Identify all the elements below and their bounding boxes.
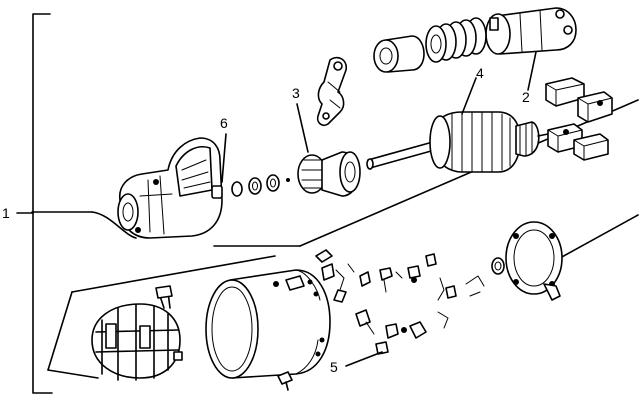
drive-assembly: [297, 151, 361, 197]
callout-6: 6: [220, 115, 228, 131]
upper-group-outline: [31, 99, 639, 247]
callout-1: 1: [2, 205, 10, 221]
commutator-end-frame: [91, 285, 183, 381]
shift-lever: [316, 56, 348, 127]
end-plate: [491, 221, 563, 301]
small-hardware: [277, 249, 485, 391]
drive-end-housing: [117, 137, 223, 239]
leader-lines: [221, 51, 537, 367]
callout-5: 5: [330, 359, 338, 375]
armature: [366, 111, 549, 173]
assembly-bracket: [16, 13, 53, 394]
callout-3: 3: [292, 85, 300, 101]
callout-2: 2: [522, 89, 530, 105]
brush-holders: [545, 77, 613, 161]
callout-4: 4: [476, 65, 484, 81]
solenoid: [373, 7, 577, 73]
clip-rings: [231, 174, 290, 197]
lower-group-outline: [47, 214, 639, 379]
field-frame: [205, 269, 331, 379]
